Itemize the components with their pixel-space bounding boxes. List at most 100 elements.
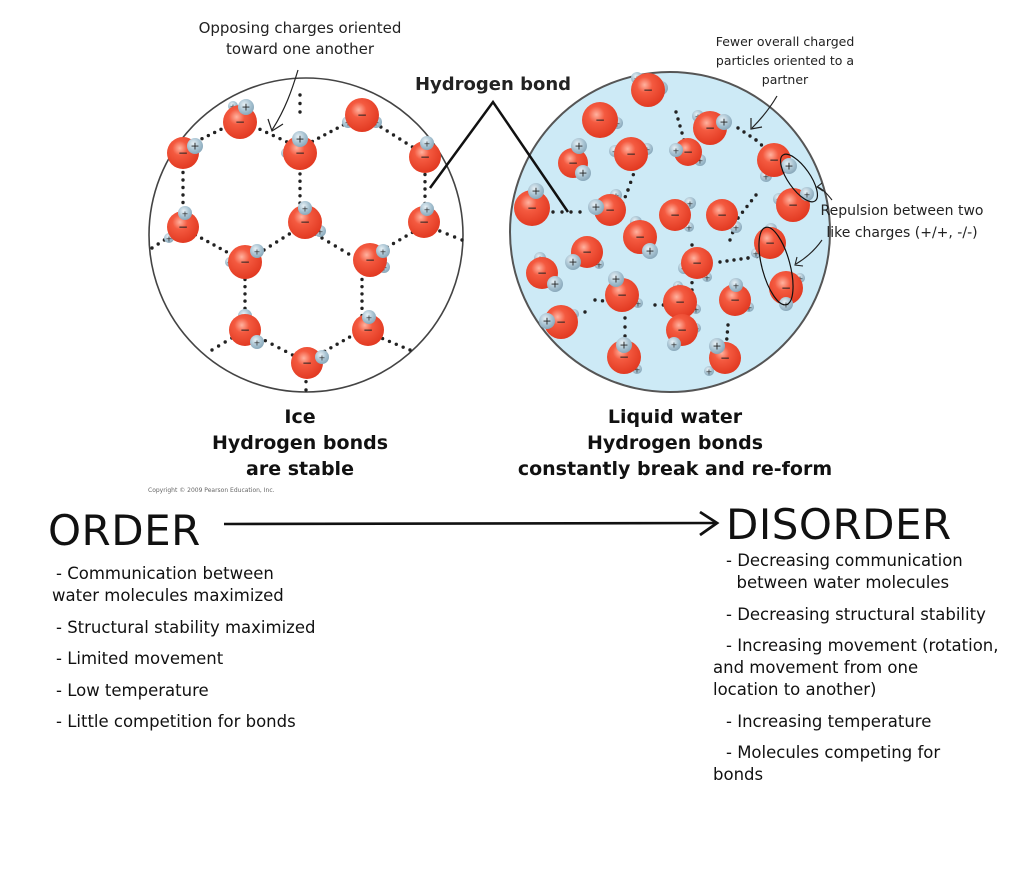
water-molecule: +−+ bbox=[288, 201, 326, 239]
bond-dot bbox=[277, 346, 281, 350]
hydrogen-bond-label: Hydrogen bond bbox=[414, 74, 572, 95]
bond-dot bbox=[593, 298, 597, 302]
bond-dot bbox=[423, 194, 427, 198]
bond-dot bbox=[304, 388, 308, 392]
positive-charge-icon: + bbox=[591, 201, 600, 214]
item-line: bonds bbox=[713, 765, 764, 784]
water-molecule: +−+ bbox=[526, 252, 563, 292]
bond-dot bbox=[219, 127, 223, 132]
hydrogen-bond-pointer bbox=[428, 99, 570, 213]
bond-dot bbox=[181, 185, 185, 190]
bond-dot bbox=[298, 101, 302, 106]
negative-charge-icon: − bbox=[720, 351, 730, 365]
bond-dot bbox=[754, 138, 758, 142]
bond-dot bbox=[216, 344, 221, 348]
bond-dot bbox=[680, 131, 684, 135]
item-line: - Molecules competing for bbox=[726, 743, 941, 762]
order-item: - Structural stability maximized bbox=[52, 617, 372, 639]
bond-dot bbox=[740, 210, 745, 214]
water-molecule: +−+ bbox=[353, 243, 390, 277]
bond-dot bbox=[560, 210, 564, 214]
caption-line: constantly break and re-form bbox=[517, 458, 833, 480]
water-molecule: +−+ bbox=[623, 216, 658, 259]
bond-dot bbox=[223, 340, 227, 344]
bond-dot bbox=[628, 180, 633, 185]
item-line: - Communication between bbox=[56, 564, 274, 583]
bond-dot bbox=[674, 110, 678, 114]
negative-charge-icon: − bbox=[568, 156, 578, 170]
hydrogen-atom bbox=[315, 350, 329, 364]
water-molecule: +−+ bbox=[704, 338, 741, 377]
order-to-disorder-arrow bbox=[223, 510, 720, 537]
liquid-caption: Liquid water Hydrogen bonds constantly b… bbox=[480, 404, 870, 482]
liquid-molecules: ++−+−−++++−+−++−++−++−+−++−++−+++−+−+−++… bbox=[514, 72, 814, 377]
water-diagram: +−+−++−+++−−++−++−+−++−++−++−+−+−+ ++−+−… bbox=[148, 69, 833, 393]
positive-charge-icon: + bbox=[241, 101, 250, 114]
water-molecule: −+ bbox=[291, 347, 329, 379]
annotation-line: Repulsion between two bbox=[820, 203, 984, 219]
bond-dot bbox=[340, 248, 344, 252]
bond-dot bbox=[212, 130, 217, 135]
negative-charge-icon: − bbox=[365, 253, 375, 267]
negative-charge-icon: − bbox=[537, 266, 547, 280]
negative-charge-icon: − bbox=[595, 113, 605, 127]
liquid-annotation-arrow bbox=[751, 95, 778, 129]
water-molecule: ++− bbox=[678, 247, 713, 283]
bond-dot bbox=[298, 93, 302, 97]
bond-dot bbox=[725, 259, 729, 263]
bond-dot bbox=[326, 240, 331, 244]
negative-charge-icon: − bbox=[677, 323, 687, 337]
hydrogen-atom bbox=[292, 131, 308, 147]
hydrogen-atom bbox=[376, 244, 390, 258]
disorder-item: - Increasing temperature bbox=[713, 711, 1003, 733]
bond-dot bbox=[754, 193, 758, 197]
negative-charge-icon: − bbox=[178, 146, 188, 160]
positive-charge-icon: + bbox=[763, 173, 770, 182]
bond-dot bbox=[398, 137, 402, 141]
bond-dot bbox=[690, 243, 694, 247]
negative-charge-icon: − bbox=[605, 203, 615, 217]
water-molecule: −+ bbox=[409, 136, 441, 173]
water-molecule: −++ bbox=[558, 138, 591, 181]
bond-dot bbox=[329, 129, 333, 134]
hydrogen-atom bbox=[616, 337, 632, 353]
hydrogen-atom bbox=[575, 165, 591, 181]
disorder-title: DISORDER bbox=[726, 500, 952, 549]
hydrogen-atom bbox=[528, 183, 544, 199]
bond-dot bbox=[323, 133, 327, 137]
hydrogen-atom bbox=[800, 187, 814, 201]
oxygen-atom bbox=[582, 102, 618, 138]
negative-charge-icon: − bbox=[705, 121, 715, 135]
bond-dot bbox=[298, 110, 302, 114]
hydrogen-atom bbox=[571, 138, 587, 154]
oxygen-atom bbox=[288, 205, 322, 239]
bond-dot bbox=[631, 172, 636, 177]
positive-charge-icon: + bbox=[254, 339, 261, 348]
water-molecule: +−+ bbox=[605, 271, 643, 312]
bond-dot bbox=[304, 379, 308, 384]
hydrogen-atom bbox=[178, 206, 192, 220]
bond-dot bbox=[387, 339, 392, 344]
negative-charge-icon: − bbox=[240, 323, 250, 337]
bond-dot bbox=[210, 348, 214, 352]
hydrogen-atom bbox=[716, 114, 732, 130]
item-line: - Structural stability maximized bbox=[56, 617, 316, 637]
bond-dot bbox=[623, 325, 627, 329]
bond-dot bbox=[298, 186, 302, 191]
positive-charge-icon: + bbox=[424, 206, 431, 215]
hydrogen-atom bbox=[187, 138, 203, 154]
positive-charge-icon: + bbox=[719, 116, 728, 129]
water-molecule: −+ bbox=[352, 310, 384, 346]
positive-charge-icon: + bbox=[804, 191, 811, 200]
oxygen-atom bbox=[706, 199, 738, 231]
positive-charge-icon: + bbox=[166, 235, 173, 244]
negative-charge-icon: − bbox=[617, 288, 627, 302]
repulsion-arrow-top-head bbox=[816, 182, 824, 192]
bond-dot bbox=[224, 250, 229, 254]
oxygen-atom bbox=[345, 98, 379, 132]
annotation-line: particles oriented to a bbox=[715, 53, 855, 68]
hydrogen-atom bbox=[565, 254, 581, 270]
item-line: and movement from one bbox=[713, 658, 919, 677]
hydrogen-atom bbox=[669, 143, 683, 157]
negative-charge-icon: − bbox=[769, 153, 779, 167]
